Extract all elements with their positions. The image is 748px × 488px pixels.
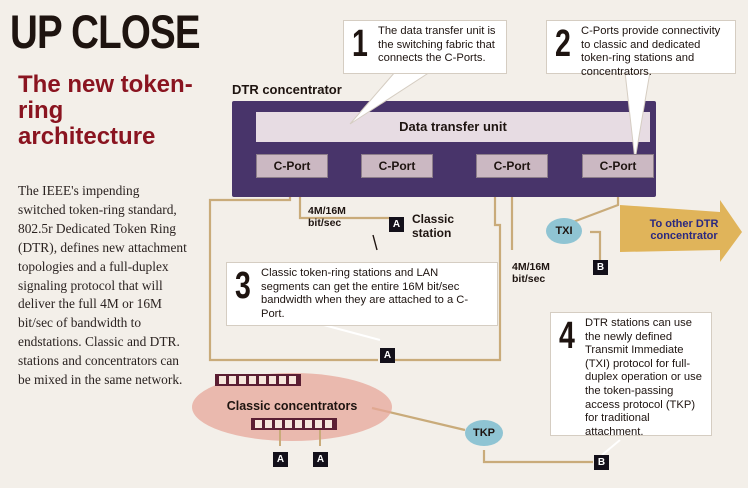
station-a-concentrator-2: A <box>313 452 328 467</box>
txi-circle: TXI <box>546 218 582 244</box>
to-other-label: To other DTR concentrator <box>649 218 719 242</box>
callout3-pointer <box>372 234 378 251</box>
callout-text: The data transfer unit is the switching … <box>378 25 496 65</box>
callout4-pointer <box>601 439 621 456</box>
tkp-circle: TKP <box>465 420 503 446</box>
station-a-segment: A <box>380 348 395 363</box>
station-b-txi: B <box>593 260 608 275</box>
cable-txi-station-b <box>590 230 602 262</box>
classic-concentrator-bottom <box>251 418 337 430</box>
callout-text: Classic token-ring stations and LAN segm… <box>261 267 469 320</box>
callout-text: C-Ports provide connectivity to classic … <box>581 25 721 78</box>
callout-number: 3 <box>235 265 251 307</box>
cport-3: C-Port <box>476 154 548 178</box>
station-b-tkp: B <box>594 455 609 470</box>
callout3-pointer-a <box>319 323 381 341</box>
cport-1: C-Port <box>256 154 328 178</box>
callout-2: 2 C-Ports provide connectivity to classi… <box>546 20 736 78</box>
headline: The new token-ring architecture <box>18 71 193 150</box>
classic-concentrator-top <box>215 374 301 386</box>
callout-4: 4 DTR stations can use the newly defined… <box>550 312 712 438</box>
station-a-concentrator-1: A <box>273 452 288 467</box>
kicker: UP CLOSE <box>10 5 201 58</box>
callout-text: DTR stations can use the newly defined T… <box>585 317 702 438</box>
body-text: The IEEE's impending switched token-ring… <box>18 183 187 388</box>
data-transfer-unit-box <box>256 112 650 142</box>
classic-station-label: Classic station <box>412 212 455 240</box>
callout-1: 1 The data transfer unit is the switchin… <box>343 20 507 74</box>
speed-label-2: 4M/16M bit/sec <box>512 261 550 285</box>
cport-4: C-Port <box>582 154 654 178</box>
classic-concentrators-glow <box>192 373 392 441</box>
cable-cport3-station-a <box>395 180 502 362</box>
sidebar: UP CLOSE The new token-ring architecture… <box>0 0 201 488</box>
data-transfer-unit-label: Data transfer unit <box>399 119 507 134</box>
dtr-concentrator-label: DTR concentrator <box>232 82 342 97</box>
callout-3: 3 Classic token-ring stations and LAN se… <box>226 262 498 326</box>
callout-number: 2 <box>555 23 571 65</box>
callout-number: 4 <box>559 315 575 357</box>
classic-concentrators-label: Classic concentrators <box>226 399 358 413</box>
callout-number: 1 <box>352 23 368 65</box>
speed-label-1: 4M/16M bit/sec <box>308 205 346 229</box>
cable-tkp-station-b <box>482 450 593 464</box>
to-other-arrow-icon <box>620 200 742 262</box>
station-a-classic: A <box>389 217 404 232</box>
cport-2: C-Port <box>361 154 433 178</box>
